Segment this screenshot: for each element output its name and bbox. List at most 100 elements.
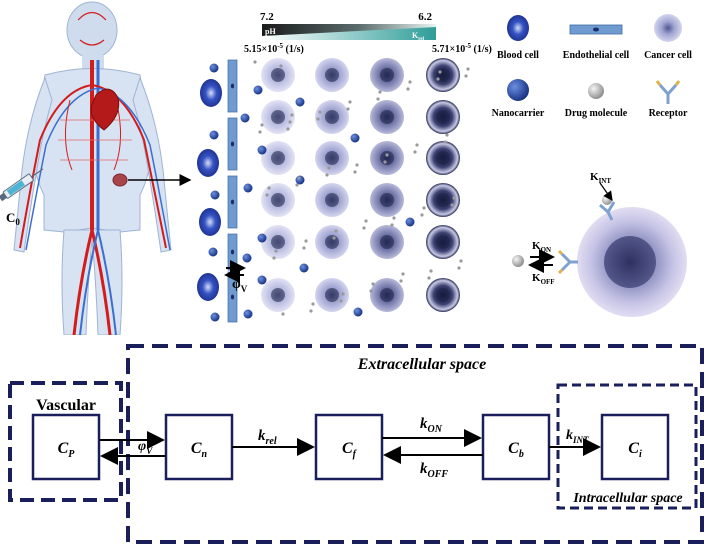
svg-text:Ci: Ci <box>628 440 642 460</box>
nanocarrier <box>240 113 250 123</box>
nanocarrier-icon <box>507 79 529 101</box>
nanocarrier <box>208 247 218 257</box>
svg-text:CP: CP <box>58 440 76 460</box>
extracellular-title: Extracellular space <box>357 356 486 373</box>
human-body-figure <box>13 1 172 335</box>
cancer-nucleus <box>271 151 285 165</box>
endothelial-nucleus <box>230 199 235 205</box>
syringe-icon <box>0 168 44 202</box>
cancer-nucleus <box>325 288 339 302</box>
ph-label: pH <box>265 27 276 36</box>
drug-molecule <box>392 216 396 220</box>
drug-molecule <box>438 70 442 74</box>
cancer-nucleus <box>271 193 285 207</box>
drug-molecule <box>364 219 368 223</box>
drug-molecule <box>383 160 387 164</box>
drug-molecule <box>369 289 373 293</box>
nanocarrier <box>209 63 219 73</box>
endothelial-nucleus <box>230 249 235 255</box>
cancer-nucleus <box>380 288 394 302</box>
legend-endothelial-cell-label: Endothelial cell <box>563 50 630 61</box>
extracellular-region <box>126 344 704 544</box>
rate-right: 5.71×10-5 (1/s) <box>432 42 492 55</box>
free-drug-molecule <box>512 255 524 267</box>
vascular-region <box>8 381 123 502</box>
drug-molecule <box>339 299 343 303</box>
legend-nanocarrier-label: Nanocarrier <box>492 108 545 119</box>
compartment-diagram: Extracellular space Vascular Intracellul… <box>8 344 704 544</box>
cancer-nucleus <box>380 110 394 124</box>
cancer-cell-icon <box>654 14 682 42</box>
nanocarrier <box>209 130 219 140</box>
drug-molecule <box>459 259 463 263</box>
nanocarrier <box>257 275 267 285</box>
kint-arrow <box>599 182 613 201</box>
nanocarrier <box>405 217 415 227</box>
drug-molecule <box>334 229 338 233</box>
nanocarrier <box>257 145 267 155</box>
drug-molecule <box>457 266 461 270</box>
nanocarrier <box>210 312 220 322</box>
kon-rate-label: kON <box>420 416 443 435</box>
drug-molecule <box>325 173 329 177</box>
svg-text:Cn: Cn <box>191 440 208 460</box>
drug-molecule <box>464 74 468 78</box>
legend-blood-cell: Blood cell <box>497 15 539 61</box>
blood-cell <box>197 149 219 177</box>
drug-molecule <box>436 77 440 81</box>
koff-rate-label: kOFF <box>420 461 448 480</box>
drug-molecule <box>304 239 308 243</box>
drug-molecule <box>316 117 320 121</box>
blood-cell <box>200 79 222 107</box>
drug-molecule <box>290 113 294 117</box>
drug-molecule <box>422 206 426 210</box>
drug-molecule <box>452 196 456 200</box>
krel-label: Krel <box>412 31 425 42</box>
cancer-nucleus <box>380 235 394 249</box>
box-ci: Ci <box>600 413 670 481</box>
endothelial-nucleus <box>230 83 235 89</box>
drug-molecule <box>385 153 389 157</box>
drug-molecule <box>265 193 269 197</box>
kint-label: KINT <box>590 171 611 185</box>
svg-text:Cf: Cf <box>342 440 358 460</box>
endothelial-nucleus <box>230 294 235 300</box>
vascular-title: Vascular <box>36 397 96 414</box>
cancer-nucleus <box>271 235 285 249</box>
drug-molecule <box>362 226 366 230</box>
drug-molecule <box>378 90 382 94</box>
blood-cell-icon <box>507 15 529 41</box>
box-cn: Cn <box>164 413 234 481</box>
blood-cell <box>199 208 221 236</box>
box-cf: Cf <box>314 413 384 481</box>
illustration-panel: C0 7.2 6.2 pH Krel 5.15×10-5 (1/s) 5.71×… <box>0 1 692 335</box>
drug-molecule <box>341 292 345 296</box>
nanocarrier <box>210 190 220 200</box>
drug-molecule <box>450 203 454 207</box>
legend-receptor-label: Receptor <box>649 108 688 119</box>
drug-molecule-icon <box>588 83 604 99</box>
phi-v-label: φV <box>232 277 248 294</box>
drug-molecule <box>297 176 301 180</box>
drug-molecule <box>253 60 257 64</box>
cancer-nucleus <box>325 68 339 82</box>
drug-molecule <box>332 236 336 240</box>
drug-molecule <box>348 100 352 104</box>
krel-gradient-bar <box>262 27 436 40</box>
phi-v-rate-label: φV <box>138 439 153 456</box>
drug-molecule <box>413 150 417 154</box>
drug-molecule <box>286 127 290 131</box>
nanocarrier <box>253 85 263 95</box>
tissue-panel <box>197 58 470 323</box>
drug-molecule <box>429 269 433 273</box>
box-cp: CP <box>31 413 101 481</box>
nanocarrier <box>243 309 253 319</box>
cancer-nucleus <box>325 151 339 165</box>
drug-molecule <box>355 163 359 167</box>
drug-molecule <box>318 110 322 114</box>
ph-right-value: 6.2 <box>418 11 432 23</box>
drug-molecule <box>390 223 394 227</box>
cancer-nucleus <box>325 235 339 249</box>
cancer-nucleus <box>271 68 285 82</box>
drug-molecule <box>376 97 380 101</box>
